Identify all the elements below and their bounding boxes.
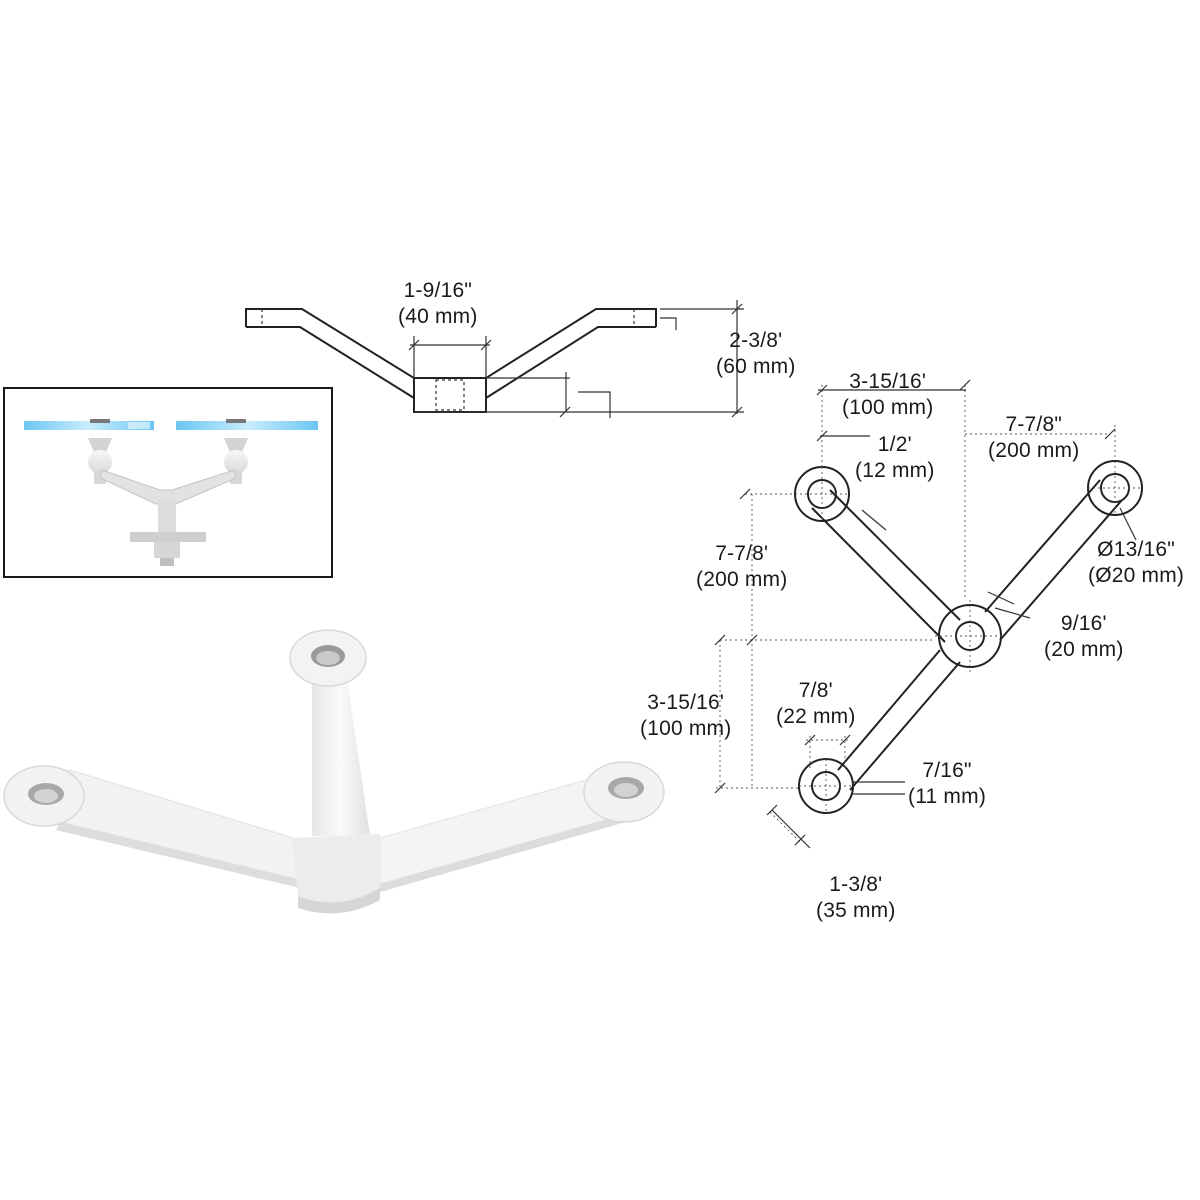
glass-panel-right (176, 421, 318, 430)
plan-view (714, 379, 1143, 849)
glass-panel-left (24, 421, 154, 430)
plan-arm-width-dimension: 1/2' (12 mm) (855, 433, 935, 482)
installed-view-illustration (3, 387, 333, 578)
plan-boss-thickness-dimension: 7/16" (11 mm) (908, 759, 987, 808)
plan-right-arm-dimension: 7-7/8" (200 mm) (988, 413, 1080, 462)
plan-lower-offset-dimension: 3-15/16' (100 mm) (640, 691, 732, 740)
plan-hole-diameter-dimension: Ø13/16" (Ø20 mm) (1088, 538, 1185, 587)
plan-boss-outer-dimension: 1-3/8' (35 mm) (816, 873, 896, 922)
plan-hub-offset-dimension: 9/16' (20 mm) (1044, 612, 1124, 661)
plan-top-offset-dimension: 3-15/16' (100 mm) (842, 370, 934, 419)
side-height-dimension: 2-3/8' (60 mm) (716, 329, 796, 378)
plan-left-arm-dimension: 7-7/8' (200 mm) (696, 542, 788, 591)
side-width-dimension: 1-9/16" (40 mm) (398, 279, 478, 328)
spider-fitting-render (3, 629, 665, 914)
side-elevation-view (245, 300, 744, 418)
plan-boss-diameter-dimension: 7/8' (22 mm) (776, 679, 856, 728)
